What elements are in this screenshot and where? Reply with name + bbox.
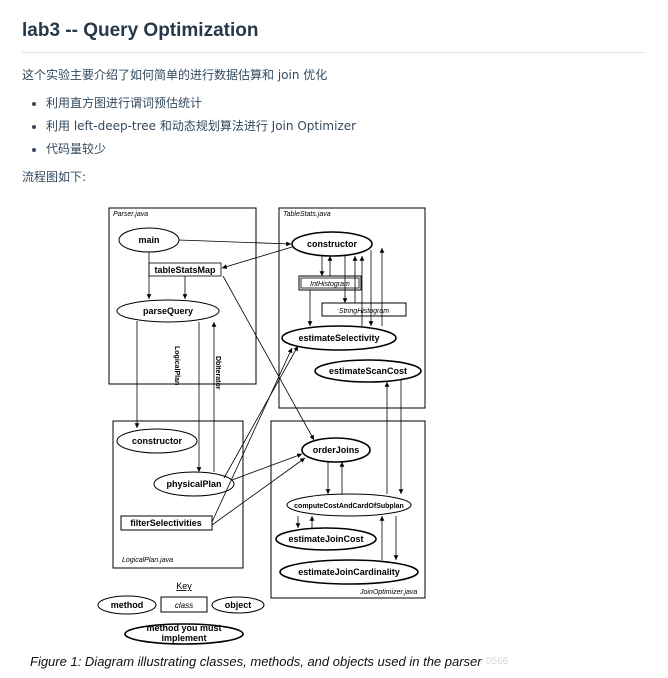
tablestats-constructor-label: constructor — [307, 239, 358, 249]
intro-paragraph: 这个实验主要介绍了如何简单的进行数据估算和 join 优化 — [22, 68, 328, 82]
parsequery-label: parseQuery — [143, 306, 193, 316]
computecost-method — [286, 493, 412, 517]
estimatescancost-method — [314, 359, 422, 383]
list-item: 代码量较少 — [46, 138, 356, 161]
key-must-implement-shape — [124, 623, 244, 645]
figure-caption: Figure 1: Diagram illustrating classes, … — [30, 654, 482, 669]
parser-java-box — [108, 207, 257, 385]
logicalplan-constructor-method — [116, 428, 198, 454]
filterselectivities-object — [120, 515, 213, 531]
estimatejoincost-method — [275, 527, 377, 551]
key-must-implement-line2: implement — [161, 633, 206, 643]
key-object-shape — [211, 596, 265, 614]
key-class-shape — [160, 596, 208, 613]
estimateselectivity-method — [281, 325, 397, 351]
dbiterator-edge-label: DbIterator — [214, 356, 221, 390]
physicalplan-label: physicalPlan — [166, 479, 221, 489]
tablestatsmap-label: tableStatsMap — [154, 265, 216, 275]
list-item: 利用直方图进行谓词预估统计 — [46, 92, 356, 115]
key-title: Key — [176, 581, 192, 591]
main-label: main — [138, 235, 159, 245]
key-method-label: method — [111, 600, 144, 610]
physicalplan-method — [153, 471, 235, 497]
watermark: 0566 — [486, 656, 509, 667]
orderjoins-label: orderJoins — [313, 445, 360, 455]
stringhistogram-class — [321, 302, 407, 317]
estimatejoincost-label: estimateJoinCost — [288, 534, 363, 544]
key-must-implement-line1: method you must — [146, 623, 221, 633]
computecost-label: computeCostAndCardOfSubplan — [294, 503, 404, 510]
key-class-label: class — [175, 601, 193, 610]
list-item: 利用 left-deep-tree 和动态规划算法进行 Join Optimiz… — [46, 115, 356, 138]
key-object-label: object — [225, 600, 252, 610]
tablestats-java-label: TableStats.java — [283, 211, 331, 218]
joinoptimizer-java-box — [270, 420, 426, 599]
stringhistogram-label: StringHistogram — [339, 308, 389, 315]
parser-java-label: Parser.java — [113, 211, 148, 218]
title-divider — [22, 52, 645, 53]
filterselectivities-label: filterSelectivities — [130, 518, 202, 528]
joinoptimizer-java-label: JoinOptimizer.java — [359, 589, 417, 596]
page-title: lab3 -- Query Optimization — [22, 20, 259, 41]
bullet-list: 利用直方图进行谓词预估统计 利用 left-deep-tree 和动态规划算法进… — [22, 92, 356, 161]
logicalplan-java-label: LogicalPlan.java — [122, 557, 173, 564]
logicalplan-java-box — [112, 420, 244, 569]
flowchart-label: 流程图如下: — [22, 170, 87, 184]
estimateselectivity-label: estimateSelectivity — [298, 333, 379, 343]
tablestats-java-box — [278, 207, 426, 409]
logicalplan-constructor-label: constructor — [132, 436, 183, 446]
key-method-shape — [97, 595, 157, 615]
inthistogram-label: IntHistogram — [310, 281, 350, 288]
orderjoins-method — [301, 437, 371, 463]
estimatejoincardinality-label: estimateJoinCardinality — [298, 567, 400, 577]
estimatejoincardinality-method — [279, 559, 419, 585]
estimatescancost-label: estimateScanCost — [329, 366, 407, 376]
parsequery-method — [116, 299, 220, 323]
diagram-edges — [134, 239, 404, 560]
logicalplan-edge-label: LogicalPlan — [173, 346, 180, 385]
